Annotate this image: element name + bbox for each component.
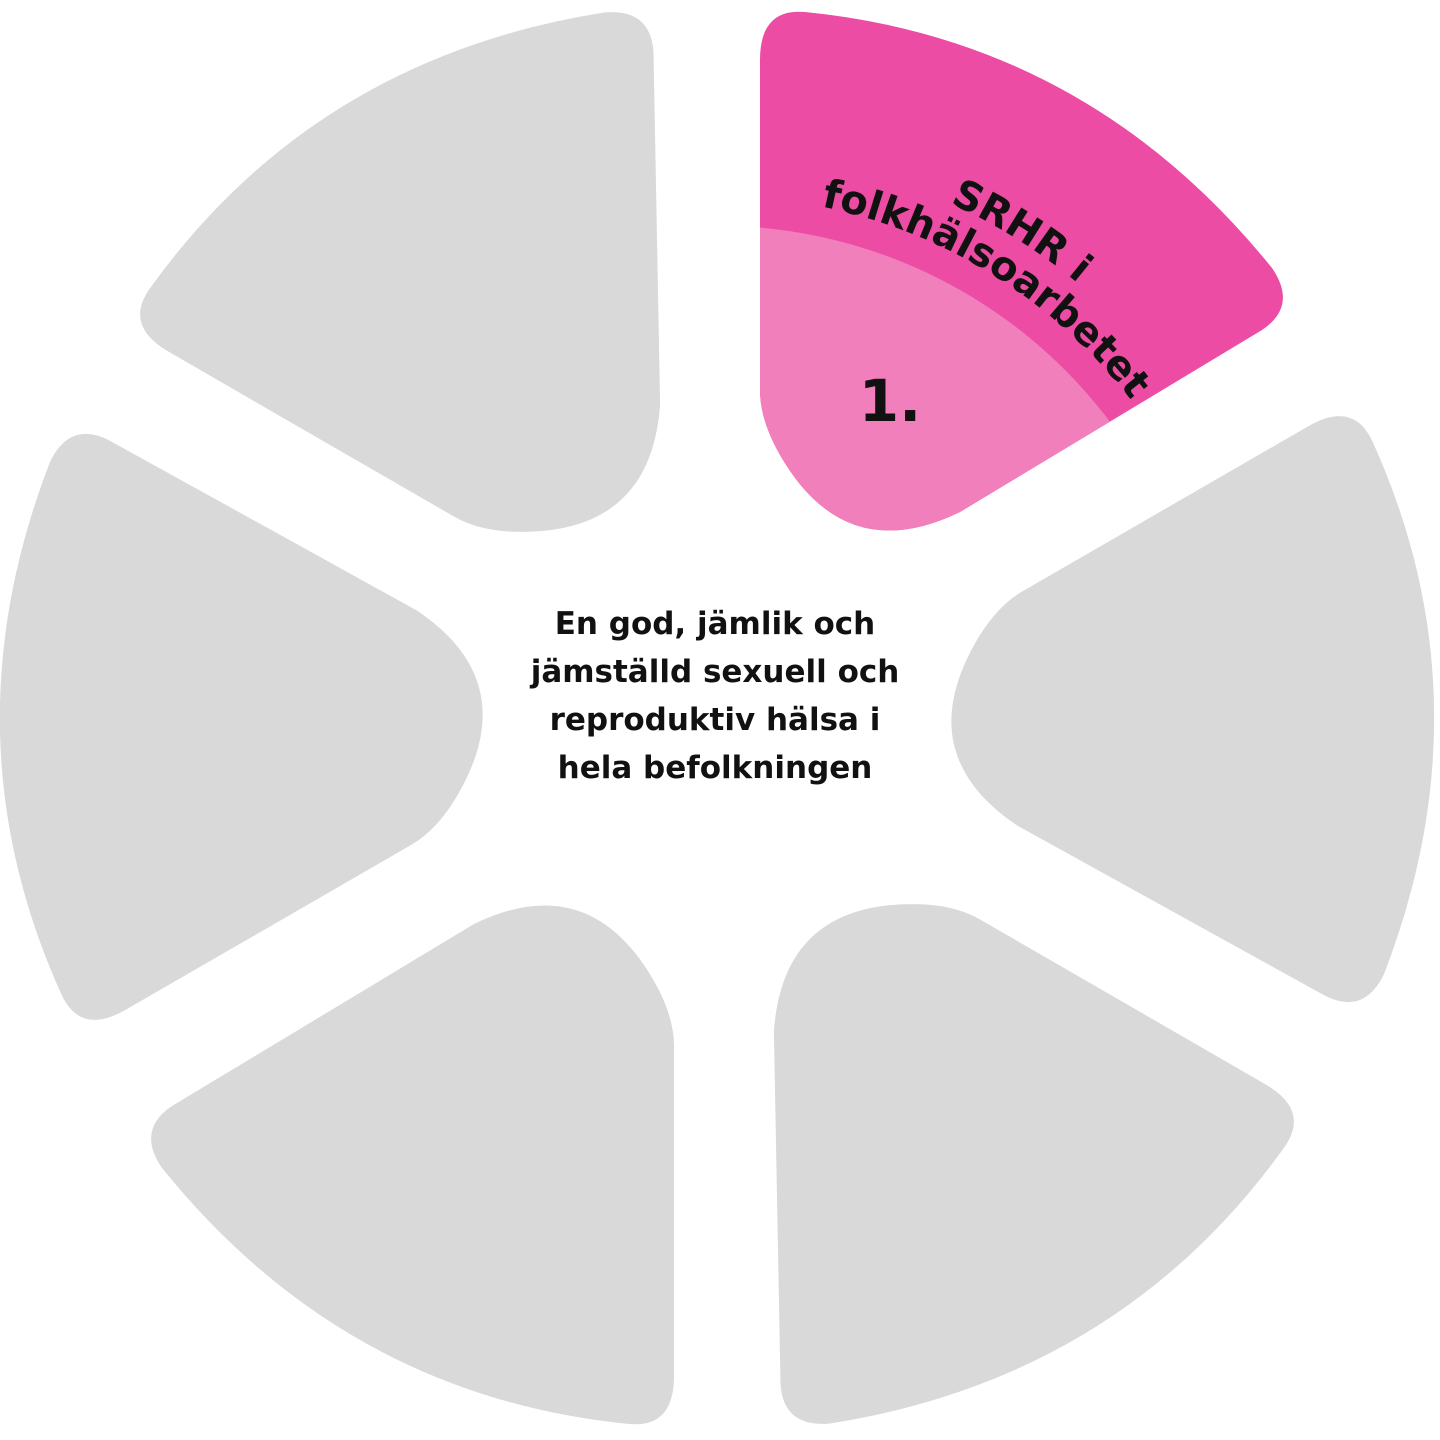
center-goal-text: En god, jämlik och jämställd sexuell och… bbox=[500, 600, 930, 792]
segment-2[interactable] bbox=[951, 416, 1435, 1003]
center-text-line-2: jämställd sexuell och bbox=[530, 654, 900, 690]
segment-1-number: 1. bbox=[859, 367, 921, 435]
segment-3[interactable] bbox=[773, 904, 1294, 1424]
segment-6[interactable] bbox=[140, 12, 661, 532]
center-text-line-1: En god, jämlik och bbox=[554, 606, 876, 642]
center-text-line-4: hela befolkningen bbox=[557, 750, 873, 786]
segment-1[interactable]: SRHR i folkhälsoarbetet 1. bbox=[225, 11, 1283, 1211]
segment-1-inner-fill bbox=[760, 226, 1209, 531]
inactive-segments bbox=[0, 12, 1435, 1425]
center-text-line-3: reproduktiv hälsa i bbox=[549, 702, 881, 738]
segment-4[interactable] bbox=[151, 905, 674, 1425]
segment-5[interactable] bbox=[0, 433, 483, 1020]
